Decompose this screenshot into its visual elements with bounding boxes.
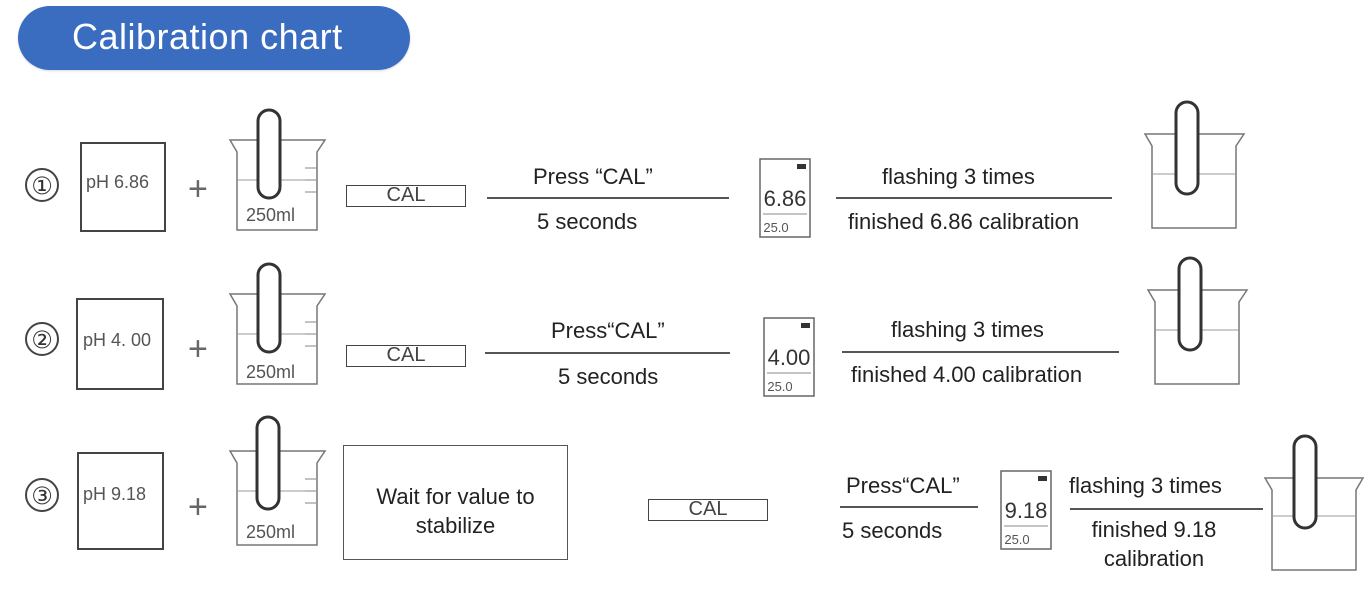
meter-display-icon-3: 9.18 25.0 [1000, 470, 1052, 550]
arrow-line-1b [836, 197, 1112, 199]
press-label-2: Press“CAL” [551, 318, 665, 343]
duration-label-3: 5 seconds [842, 518, 943, 543]
page-title: Calibration chart [72, 16, 343, 57]
display-reading-1: 6.86 [764, 186, 807, 211]
buffer-box-1 [80, 142, 166, 232]
press-label-3: Press“CAL” [846, 473, 960, 498]
beaker-label-1: 250ml [246, 205, 296, 225]
cal-button-2: CAL [346, 345, 466, 367]
step-number-3: ③ [25, 478, 59, 512]
title-banner [18, 6, 410, 70]
wait-box [343, 445, 568, 560]
press-label-1: Press “CAL” [533, 164, 653, 189]
step-number-1: ① [25, 168, 59, 202]
arrow-line-3b [1070, 508, 1263, 510]
beaker-electrode-icon-2b [1143, 256, 1253, 388]
buffer-box-2 [76, 298, 164, 390]
plus-sign-1: + [188, 170, 208, 208]
arrow-line-3 [840, 506, 978, 508]
buffer-label-2: pH 4. 00 [83, 330, 152, 350]
beaker-label-2: 250ml [246, 362, 296, 382]
meter-display-icon-1: 6.86 25.0 [759, 158, 811, 238]
cal-button-1: CAL [346, 185, 466, 207]
flash-label-3: flashing 3 times [1069, 473, 1222, 498]
buffer-box-3 [77, 452, 164, 550]
buffer-label-1: pH 6.86 [86, 172, 150, 192]
beaker-electrode-icon-1b [1140, 100, 1250, 232]
beaker-electrode-icon-3b [1262, 432, 1367, 574]
beaker-electrode-icon-2 [225, 262, 335, 392]
flash-label-2: flashing 3 times [891, 317, 1044, 342]
buffer-label-3: pH 9.18 [83, 484, 147, 504]
step-number-2: ② [25, 322, 59, 356]
beaker-label-3: 250ml [246, 522, 296, 542]
finished-label-3: finished 9.18 calibration [1091, 517, 1217, 571]
arrow-line-2 [485, 352, 730, 354]
arrow-line-2b [842, 351, 1119, 353]
arrow-line-1 [487, 197, 729, 199]
display-temp-2: 25.0 [767, 379, 792, 394]
display-reading-3: 9.18 [1005, 498, 1048, 523]
duration-label-2: 5 seconds [558, 364, 659, 389]
plus-sign-3: + [188, 488, 208, 526]
display-reading-2: 4.00 [768, 345, 811, 370]
duration-label-1: 5 seconds [537, 209, 638, 234]
beaker-electrode-icon-3 [225, 415, 335, 550]
finished-label-1: finished 6.86 calibration [848, 209, 1080, 234]
finished-label-2: finished 4.00 calibration [851, 362, 1083, 387]
display-temp-3: 25.0 [1004, 532, 1029, 547]
flash-label-1: flashing 3 times [882, 164, 1035, 189]
plus-sign-2: + [188, 330, 208, 368]
beaker-electrode-icon-1 [225, 108, 335, 238]
meter-display-icon-2: 4.00 25.0 [763, 317, 815, 397]
wait-label: Wait for value to stabilize [376, 484, 535, 538]
cal-button-3: CAL [648, 499, 768, 521]
display-temp-1: 25.0 [763, 220, 788, 235]
